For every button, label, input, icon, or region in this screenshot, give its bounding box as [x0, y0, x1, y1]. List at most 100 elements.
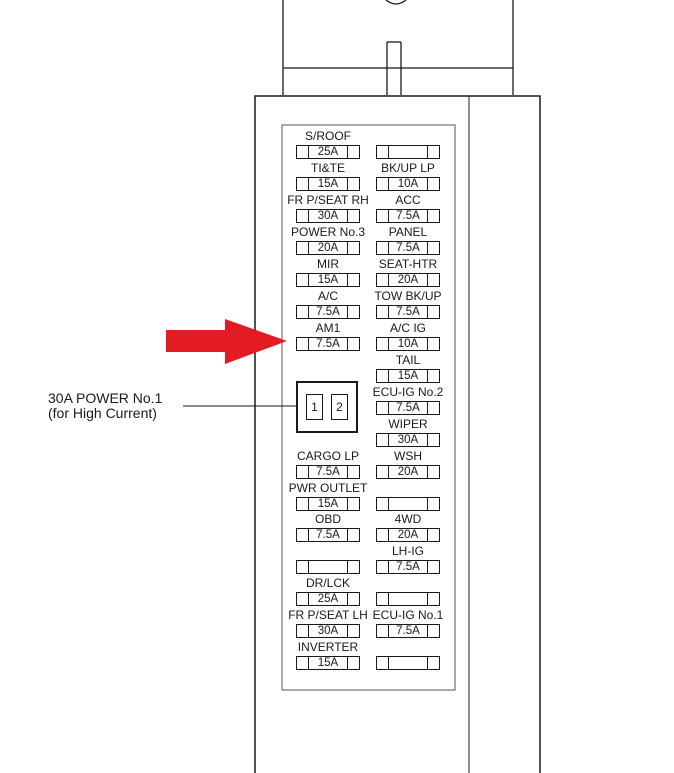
- fuse-label: POWER No.3: [290, 225, 365, 239]
- fuse-slot: 7.5A: [376, 560, 440, 574]
- fuse-label: DR/LCK: [305, 576, 350, 590]
- fuse-terminal: [297, 529, 309, 541]
- fuse-rating: 7.5A: [316, 466, 340, 478]
- fuse-label: TOW BK/UP: [374, 289, 442, 303]
- fuse-label: WSH: [394, 449, 422, 463]
- fuse-slot: 15A: [296, 273, 360, 287]
- fuse-rating: 20A: [397, 466, 419, 478]
- fuse-slot: [376, 145, 440, 159]
- fuse-rating: 25A: [317, 146, 339, 158]
- fuse-label: ECU-IG No.2: [372, 385, 444, 399]
- fuse-slot: 20A: [296, 241, 360, 255]
- fuse-terminal: [377, 466, 389, 478]
- callout-label: 30A POWER No.1 (for High Current): [48, 391, 162, 421]
- fuse-slot: 7.5A: [376, 241, 440, 255]
- fuse-terminal: [297, 625, 309, 637]
- fuse-rating: 10A: [397, 338, 419, 350]
- fuse-rating: 15A: [317, 498, 339, 510]
- fuse-terminal: [427, 178, 439, 190]
- fuse-terminal: [297, 242, 309, 254]
- fuse-label: A/C IG: [389, 321, 426, 335]
- fuse-terminal: [347, 210, 359, 222]
- relay-socket: 1 2: [296, 381, 358, 433]
- fuse-terminal: [297, 498, 309, 510]
- fuse-terminal: [347, 274, 359, 286]
- fuse-slot: 20A: [376, 273, 440, 287]
- callout-title: 30A POWER No.1: [48, 390, 163, 406]
- fuse-slot: 7.5A: [296, 305, 360, 319]
- fuse-label: FR P/SEAT RH: [287, 193, 369, 207]
- fuse-terminal: [297, 338, 309, 350]
- fuse-slot: 15A: [376, 369, 440, 383]
- fuse-slot: 7.5A: [376, 305, 440, 319]
- fuse-terminal: [427, 657, 439, 669]
- fuse-terminal: [427, 274, 439, 286]
- relay-pin-1: 1: [306, 394, 323, 420]
- fuse-terminal: [347, 338, 359, 350]
- fuse-rating: 25A: [317, 593, 339, 605]
- fuse-terminal: [347, 625, 359, 637]
- fuse-rating: 15A: [317, 657, 339, 669]
- fuse-terminal: [297, 146, 309, 158]
- fuse-rating: 15A: [317, 178, 339, 190]
- fuse-terminal: [347, 178, 359, 190]
- fuse-slot: [296, 560, 360, 574]
- fuse-label: S/ROOF: [304, 129, 351, 143]
- fuse-rating: 30A: [317, 625, 339, 637]
- fuse-rating: [389, 498, 427, 510]
- fuse-slot: 30A: [296, 624, 360, 638]
- fuse-terminal: [347, 529, 359, 541]
- fuse-rating: [309, 561, 347, 573]
- fuse-label: BK/UP LP: [381, 161, 435, 175]
- fuse-terminal: [427, 210, 439, 222]
- fuse-label: LH-IG: [391, 544, 424, 558]
- fuse-terminal: [377, 178, 389, 190]
- fuse-rating: 20A: [317, 242, 339, 254]
- fuse-terminal: [377, 210, 389, 222]
- fuse-slot: 25A: [296, 592, 360, 606]
- fuse-terminal: [347, 306, 359, 318]
- fuse-rating: 7.5A: [396, 402, 420, 414]
- fuse-label: MIR: [317, 257, 339, 271]
- fuse-rating: [389, 657, 427, 669]
- fuse-terminal: [377, 146, 389, 158]
- fuse-terminal: [377, 561, 389, 573]
- fuse-slot: 7.5A: [376, 401, 440, 415]
- fuse-terminal: [377, 529, 389, 541]
- fuse-rating: 7.5A: [316, 529, 340, 541]
- fuse-label: FR P/SEAT LH: [288, 608, 368, 622]
- fuse-label: TI&TE: [310, 161, 345, 175]
- fuse-terminal: [427, 593, 439, 605]
- fuse-rating: 7.5A: [396, 625, 420, 637]
- fuse-slot: 7.5A: [376, 624, 440, 638]
- fuse-slot: 15A: [296, 177, 360, 191]
- fuse-terminal: [377, 625, 389, 637]
- fuse-label: SEAT-HTR: [378, 257, 438, 271]
- fuse-terminal: [427, 529, 439, 541]
- fuse-terminal: [347, 498, 359, 510]
- fuse-label: PANEL: [388, 225, 428, 239]
- fuse-slot: 15A: [296, 656, 360, 670]
- fuse-terminal: [427, 625, 439, 637]
- fuse-terminal: [347, 242, 359, 254]
- fuse-terminal: [427, 242, 439, 254]
- fuse-slot: [376, 592, 440, 606]
- fuse-slot: 7.5A: [296, 528, 360, 542]
- fuse-slot: 7.5A: [376, 209, 440, 223]
- top-housing: [282, 0, 514, 95]
- fuse-terminal: [377, 657, 389, 669]
- fuse-slot: 20A: [376, 465, 440, 479]
- callout-subtitle: (for High Current): [48, 405, 157, 421]
- fuse-rating: 20A: [397, 529, 419, 541]
- fuse-slot: 10A: [376, 337, 440, 351]
- fuse-rating: 30A: [317, 210, 339, 222]
- main-housing: [254, 95, 541, 773]
- fuse-terminal: [377, 370, 389, 382]
- fuse-terminal: [347, 593, 359, 605]
- fuse-rating: 15A: [317, 274, 339, 286]
- fuse-label: INVERTER: [297, 640, 359, 654]
- fuse-rating: 20A: [397, 274, 419, 286]
- fuse-terminal: [377, 306, 389, 318]
- fuse-terminal: [427, 146, 439, 158]
